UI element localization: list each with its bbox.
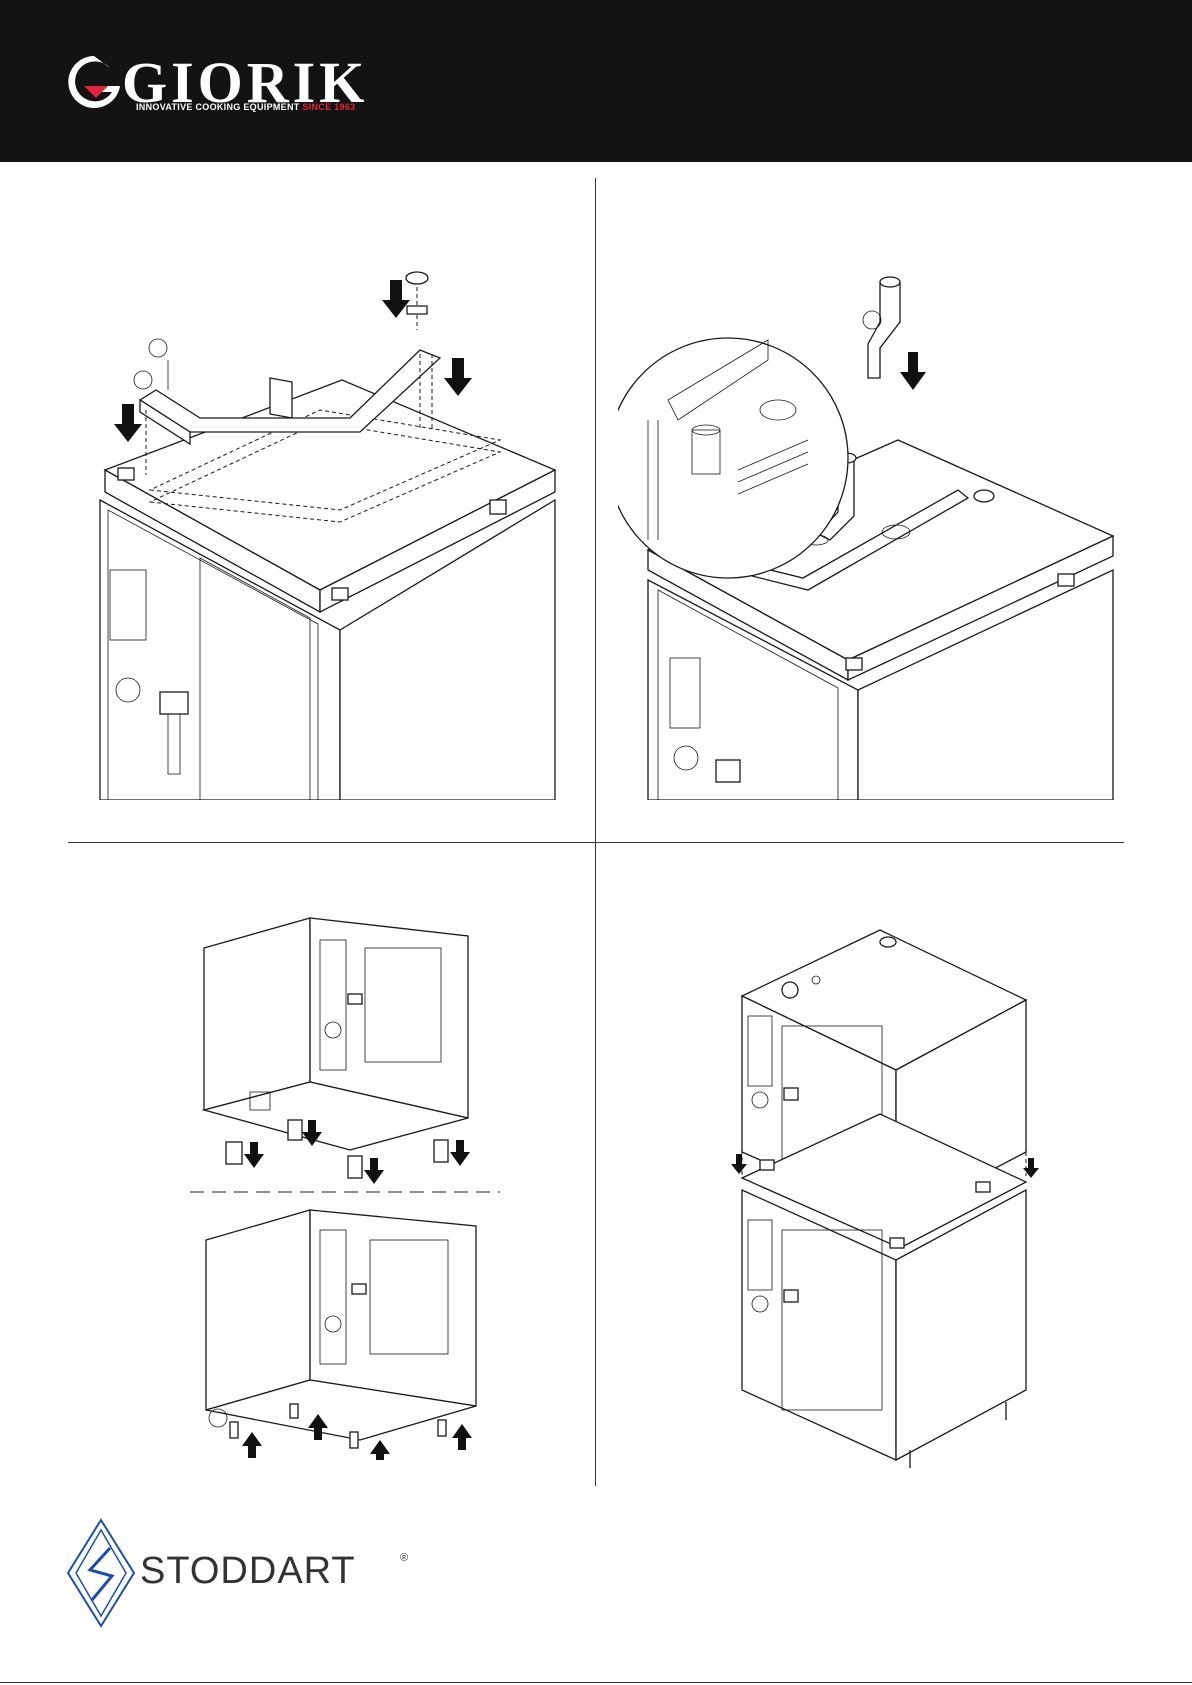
horizontal-divider: [68, 842, 1124, 843]
since-text: SINCE 1963: [302, 102, 355, 112]
vertical-divider: [595, 178, 596, 1486]
bottom-rule: [0, 1682, 1192, 1683]
giorik-g-mark: [64, 52, 124, 112]
tagline-text: INNOVATIVE COOKING EQUIPMENT: [136, 102, 300, 112]
stoddart-wordmark: STODDART: [140, 1550, 356, 1593]
step-4-illustration: [730, 920, 1060, 1480]
step-3-illustration: [190, 910, 520, 1460]
stoddart-logo: STODDART ®: [66, 1518, 136, 1633]
header-bar: GIORIK INNOVATIVE COOKING EQUIPMENT SINC…: [0, 0, 1192, 162]
brand-tagline: INNOVATIVE COOKING EQUIPMENT SINCE 1963: [136, 102, 355, 112]
step-1-illustration: [80, 270, 580, 800]
registered-mark: ®: [400, 1552, 408, 1564]
stoddart-diamond-mark: [66, 1518, 136, 1628]
step-2-illustration: [618, 270, 1118, 800]
